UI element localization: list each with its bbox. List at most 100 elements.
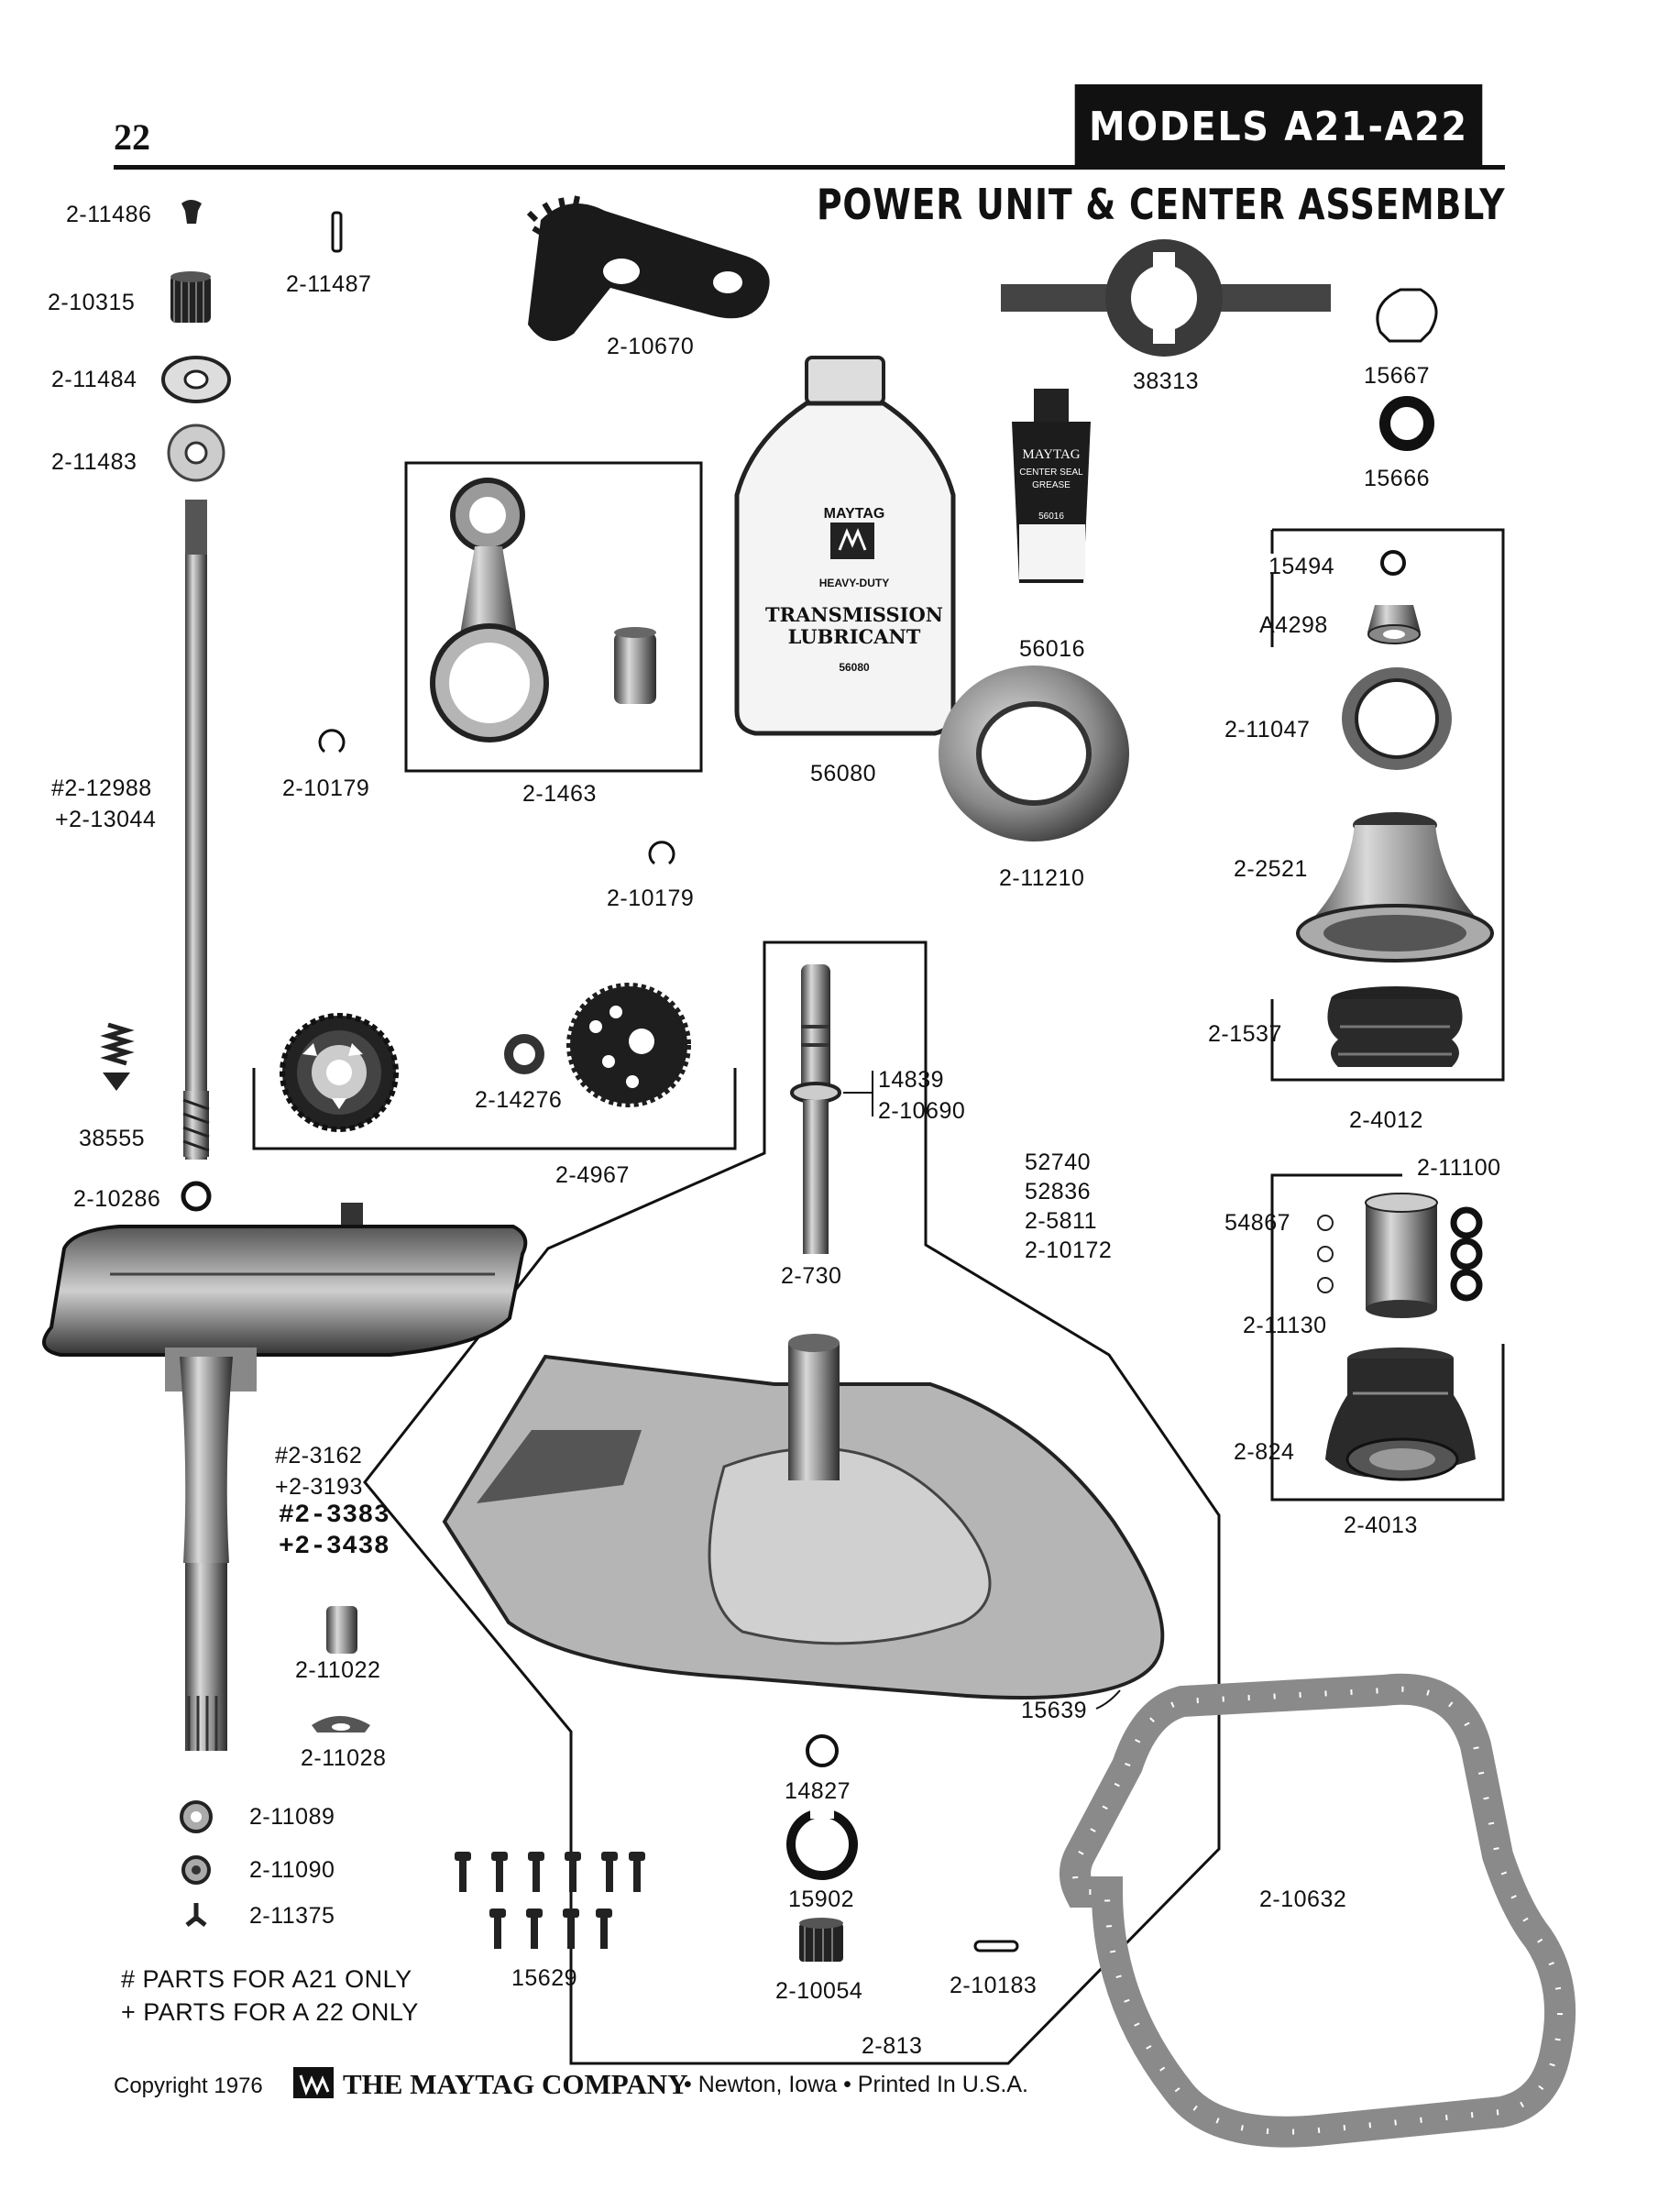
label-2-11486: 2-11486: [66, 202, 152, 227]
part-2-11130-illus: [1365, 1193, 1438, 1318]
label-2-10315: 2-10315: [48, 290, 136, 315]
part-2-11090-illus: [181, 1855, 211, 1885]
part-2-4967-gear-b: [566, 983, 691, 1107]
part-2-4967-gear-a: [280, 1013, 399, 1132]
part-15639-cover-illus: [442, 1334, 1165, 1700]
footer-copyright: Copyright 1976: [114, 2074, 263, 2098]
note-a22-only: + PARTS FOR A 22 ONLY: [121, 1998, 419, 2026]
label-2-10054: 2-10054: [775, 1978, 863, 2004]
label-56016: 56016: [1019, 636, 1086, 662]
note-a21-only: # PARTS FOR A21 ONLY: [121, 1965, 412, 1993]
part-2-1463-illus: [430, 478, 656, 742]
part-2-11483-illus: [167, 424, 225, 482]
part-2-11100-illus: [1450, 1206, 1483, 1302]
part-2-1537-illus: [1327, 986, 1463, 1067]
part-2-11484-illus: [161, 356, 231, 403]
label-2-11100: 2-11100: [1417, 1155, 1501, 1181]
part-2-12988-shaft-illus: [182, 500, 210, 1160]
part-2-11210-illus: [939, 666, 1129, 842]
label-2-5811: 2-5811: [1025, 1208, 1097, 1234]
label-15667: 15667: [1364, 363, 1431, 389]
part-2-10179-illus-b: [648, 841, 675, 865]
part-A4298-illus: [1367, 605, 1421, 644]
part-2-730-illus: [790, 964, 841, 1254]
label-2-12988: #2-12988: [51, 776, 152, 801]
bottle-line1: HEAVY-DUTY: [819, 577, 889, 589]
label-2-11089: 2-11089: [249, 1804, 335, 1830]
label-15639: 15639: [1021, 1698, 1088, 1723]
label-2-11483: 2-11483: [51, 449, 137, 475]
label-54867: 54867: [1224, 1210, 1291, 1236]
part-54867-illus: [1317, 1215, 1334, 1293]
label-2-11210: 2-11210: [999, 865, 1085, 891]
part-2-11486-illus: [181, 200, 202, 224]
label-52740: 52740: [1025, 1150, 1092, 1175]
bottle-brand: MAYTAG: [824, 506, 885, 522]
bracket-2-4967: [252, 1068, 737, 1150]
label-2-11375: 2-11375: [249, 1903, 335, 1929]
outline-2-813: [363, 940, 1221, 2065]
part-38555-illus: [100, 1022, 135, 1091]
label-A4298: A4298: [1259, 612, 1328, 638]
label-2-813: 2-813: [862, 2033, 923, 2059]
bottle-line3: LUBRICANT: [788, 625, 921, 648]
part-2-11487-illus: [331, 211, 343, 253]
part-2-11028-illus: [312, 1716, 370, 1732]
label-52836: 52836: [1025, 1179, 1092, 1204]
label-2-11047: 2-11047: [1224, 717, 1311, 742]
label-2-1463: 2-1463: [522, 781, 597, 807]
bracket-2-4013: [1270, 1173, 1505, 1502]
label-2-3383: #2-3383: [279, 1502, 390, 1530]
label-2-10690: 2-10690: [878, 1098, 966, 1124]
tube-code: 56016: [1038, 512, 1064, 522]
part-38313-illus: [1001, 239, 1331, 357]
label-2-1537: 2-1537: [1208, 1021, 1282, 1047]
label-2-824: 2-824: [1234, 1439, 1295, 1465]
label-2-4012: 2-4012: [1349, 1107, 1423, 1133]
label-2-11022: 2-11022: [295, 1657, 381, 1683]
bottle-code: 56080: [839, 661, 870, 674]
label-2-4013: 2-4013: [1344, 1512, 1418, 1538]
label-15494: 15494: [1268, 554, 1335, 579]
section-title: POWER UNIT & CENTER ASSEMBLY: [816, 180, 1505, 229]
label-2-3193: +2-3193: [275, 1474, 363, 1500]
part-2-10315-illus: [170, 271, 211, 323]
models-title: MODELS A21-A22: [1074, 84, 1483, 169]
label-2-4967: 2-4967: [555, 1162, 630, 1188]
part-2-10632-illus: [1060, 1673, 1576, 2148]
part-15666-illus: [1379, 396, 1434, 451]
label-38555: 38555: [79, 1126, 146, 1151]
label-2-11028: 2-11028: [301, 1745, 387, 1771]
bottle-line2: TRANSMISSION: [765, 603, 943, 626]
part-2-11089-illus: [180, 1800, 213, 1833]
label-2-3162: #2-3162: [275, 1443, 363, 1468]
label-15902: 15902: [788, 1886, 855, 1912]
tube-brand: MAYTAG: [1022, 447, 1080, 462]
part-2-2521-illus: [1296, 812, 1494, 962]
tube-line1: CENTER SEAL: [1019, 468, 1083, 478]
label-2-11130: 2-11130: [1243, 1313, 1327, 1338]
label-2-10286: 2-10286: [73, 1186, 161, 1212]
part-2-11022-illus: [326, 1606, 357, 1654]
part-2-10179-illus-a: [318, 729, 346, 754]
part-2-824-illus: [1325, 1348, 1476, 1481]
callout-14839: [843, 1071, 873, 1116]
label-15666: 15666: [1364, 466, 1431, 491]
label-2-10632: 2-10632: [1259, 1886, 1347, 1912]
tube-line2: GREASE: [1032, 480, 1071, 490]
label-38313: 38313: [1133, 368, 1200, 394]
part-56016-illus: [1012, 389, 1091, 583]
part-2-10286-illus: [181, 1181, 212, 1212]
part-15494-illus: [1380, 550, 1406, 576]
label-2-10670: 2-10670: [607, 334, 695, 359]
label-2-2521: 2-2521: [1234, 856, 1308, 882]
label-2-10179-a: 2-10179: [282, 776, 370, 801]
part-15902-illus: [786, 1808, 858, 1880]
callout-15639: [1095, 1689, 1121, 1710]
label-56080: 56080: [810, 761, 877, 786]
label-14839: 14839: [878, 1067, 945, 1093]
label-14827: 14827: [785, 1778, 851, 1804]
label-2-3438: +2-3438: [279, 1533, 390, 1561]
part-15629-illus: [455, 1852, 645, 1949]
